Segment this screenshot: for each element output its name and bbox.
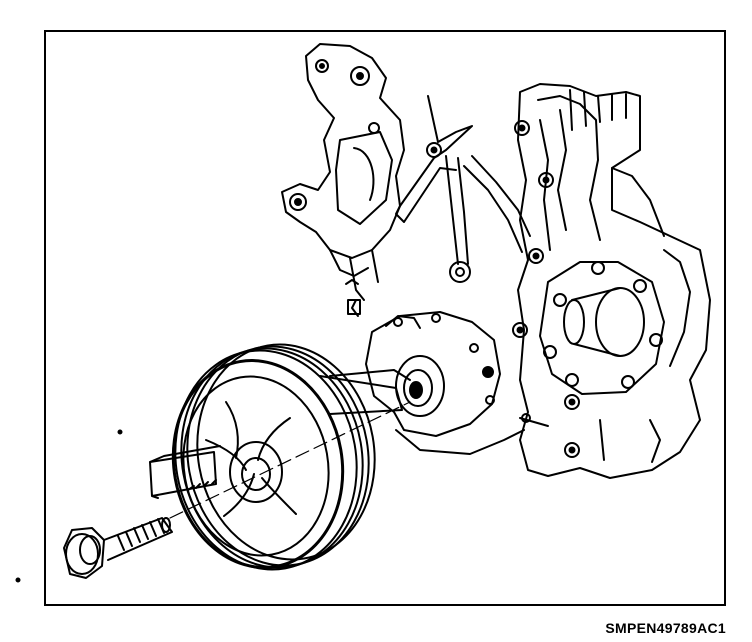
illustration-frame xyxy=(44,30,726,606)
pulley-bolt-icon xyxy=(63,401,411,579)
accessory-bracket-icon xyxy=(281,43,405,317)
holding-tool-icon xyxy=(149,445,221,499)
figure-code-label: SMPEN49789AC1 xyxy=(605,620,726,636)
tensioner-arm-icon xyxy=(395,95,531,283)
engine-block-icon xyxy=(512,83,711,479)
crankshaft-pulley-icon xyxy=(171,343,411,571)
front-cover-icon xyxy=(345,279,549,455)
